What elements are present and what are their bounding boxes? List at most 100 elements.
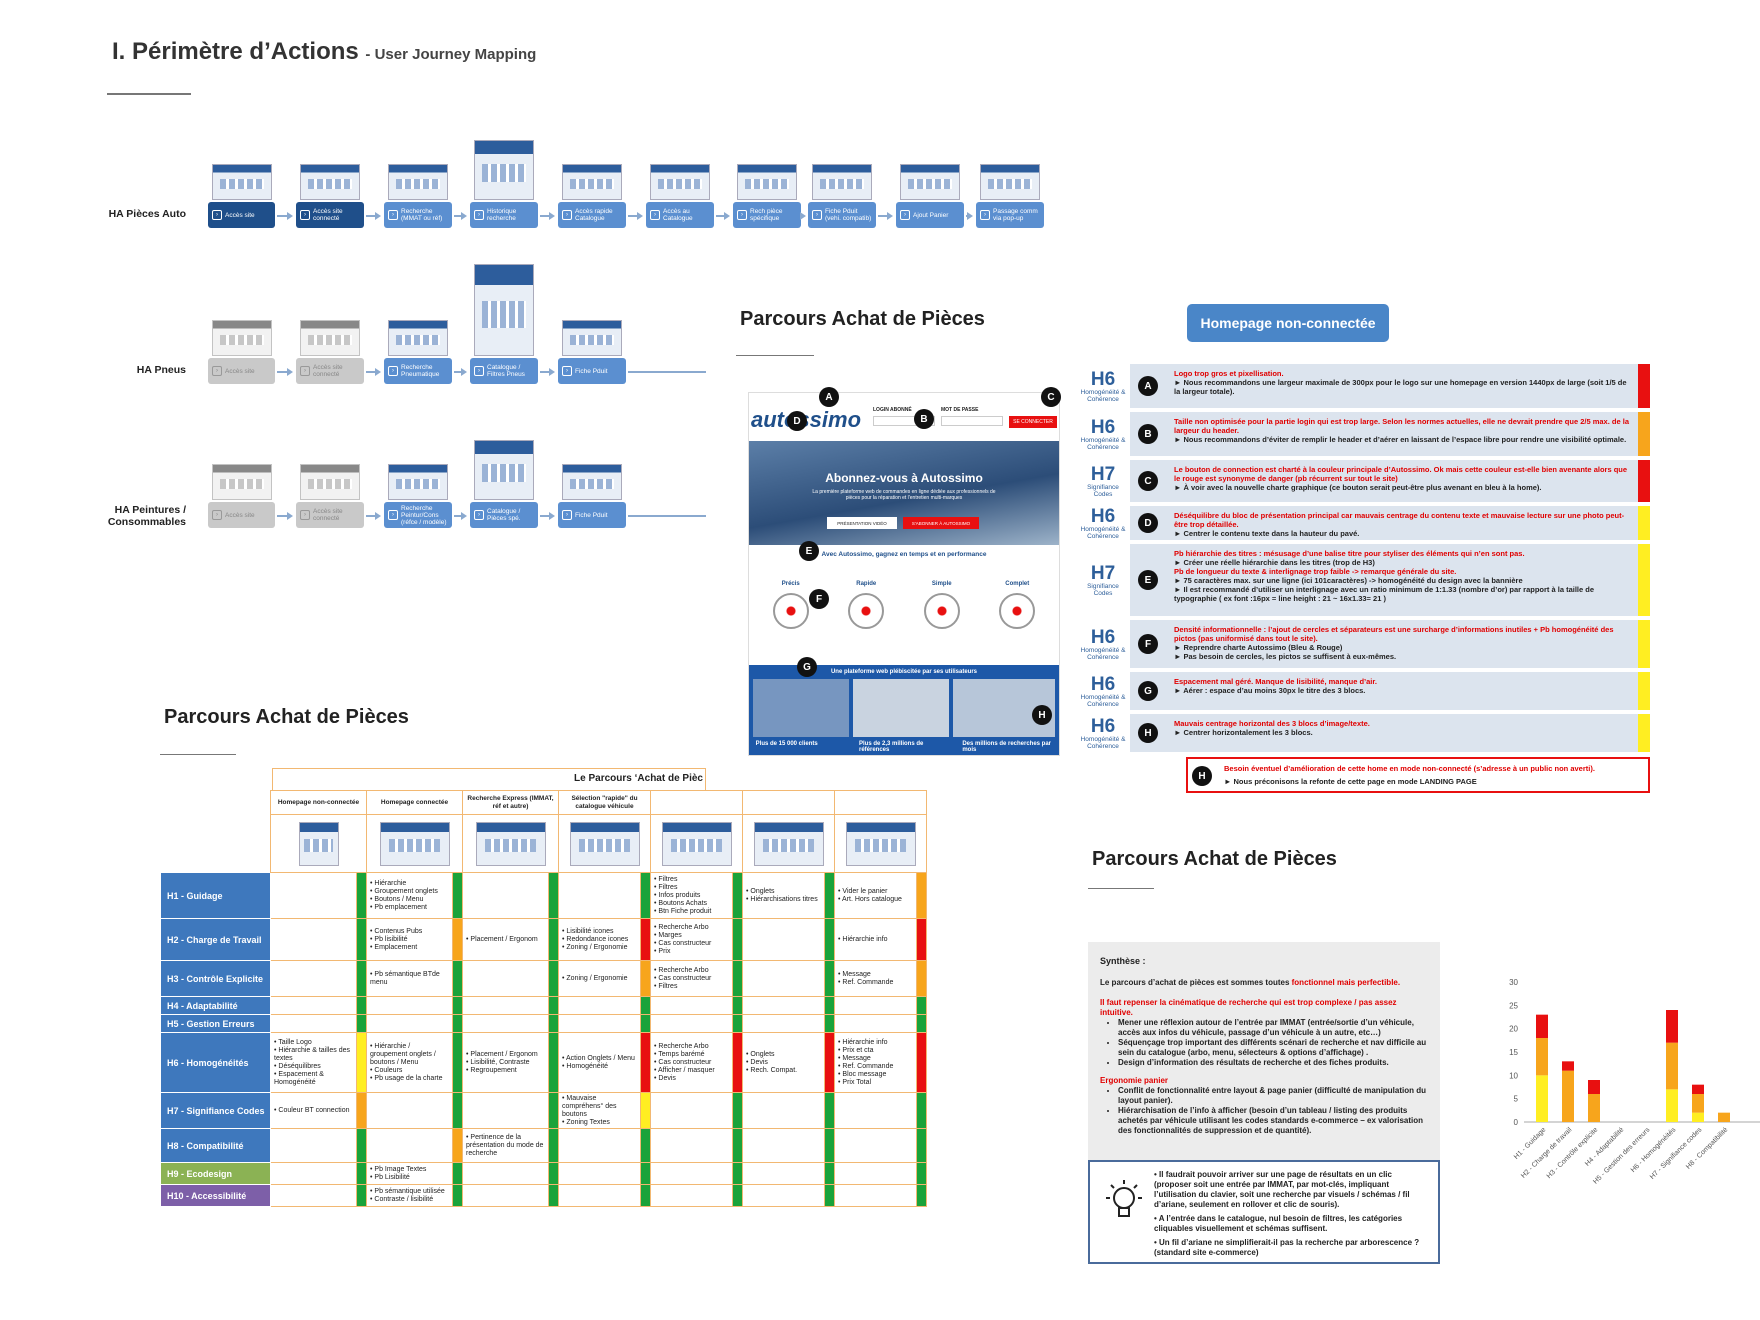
severity-cell: [824, 996, 835, 1015]
matrix-row: H5 - Gestion Erreurs: [160, 1014, 927, 1033]
journey-step[interactable]: ›Accès site: [208, 202, 275, 228]
severity-cell: [452, 1162, 463, 1185]
section-title-mockup: Parcours Achat de Pièces: [740, 308, 985, 330]
severity-cell: [452, 1128, 463, 1163]
feature-item: Complet: [982, 581, 1052, 651]
journey-step[interactable]: ›Catalogue / Pièces spé.: [470, 502, 538, 528]
login-input[interactable]: [873, 416, 935, 426]
band-title: Avec Autossimo, gagnez en temps et en pe…: [821, 551, 987, 558]
severity-cell: [824, 960, 835, 997]
hero-subscribe-button[interactable]: S'ABONNER À AUTOSSIMO: [903, 517, 979, 529]
journey-step[interactable]: ›Accès site connecté: [296, 502, 364, 528]
severity-cell: [916, 918, 927, 961]
bottom-title: Une plateforme web plébiscitée par ses u…: [830, 669, 978, 675]
matrix-cell: [558, 872, 641, 919]
step-label: Accès au Catalogue: [663, 208, 693, 222]
matrix-cell: • Onglets • Devis • Rech. Compat.: [742, 1032, 825, 1093]
matrix-col-header: Homepage non-connectée: [270, 790, 367, 815]
matrix-row-header: H6 - Homogénéités: [160, 1032, 271, 1093]
journey-step[interactable]: ›Recherche Pneumatique: [384, 358, 452, 384]
matrix-cell: [834, 1014, 917, 1033]
step-thumbnail: [212, 320, 272, 356]
matrix-col-thumbnail: [742, 814, 835, 873]
journey-step[interactable]: ›Historique recherche: [470, 202, 538, 228]
step-thumbnail: [474, 140, 534, 200]
severity-cell: [824, 918, 835, 961]
matrix-cell: • Zoning / Ergonomie: [558, 960, 641, 997]
connect-button[interactable]: SE CONNECTER: [1009, 416, 1057, 428]
step-arrow: [878, 212, 893, 220]
journey-step[interactable]: ›Recherche (MMAT ou réf): [384, 202, 452, 228]
severity-cell: [916, 960, 927, 997]
journey-step[interactable]: ›Fiche Pduit: [558, 358, 626, 384]
journey-step[interactable]: ›Passage comm via pop-up: [976, 202, 1044, 228]
severity-bar: [1638, 412, 1650, 456]
matrix-col-header: [650, 790, 743, 815]
matrix-title: Le Parcours ‘Achat de Pièc: [272, 768, 706, 790]
section-title-matrix: Parcours Achat de Pièces: [164, 706, 409, 728]
matrix-cell: [742, 1184, 825, 1207]
matrix-cell: [558, 1184, 641, 1207]
severity-cell: [824, 1014, 835, 1033]
step-icon: ›: [300, 510, 310, 520]
synthese-list-2: Conflit de fonctionnalité entre layout &…: [1118, 1086, 1428, 1136]
step-label: Catalogue / Pièces spé.: [487, 508, 521, 522]
step-thumbnail: [737, 164, 797, 200]
journey-step[interactable]: ›Rech pièce spécifique: [733, 202, 801, 228]
matrix-cell: [270, 1128, 357, 1163]
journey-step[interactable]: ›Recherche Peintur/Cons (réfce / modèle): [384, 502, 452, 528]
step-label: Recherche Peintur/Cons (réfce / modèle): [401, 504, 447, 526]
journey-step[interactable]: ›Accès site connecté: [296, 202, 364, 228]
journey-step[interactable]: ›Accès site: [208, 502, 275, 528]
matrix-row-header: H1 - Guidage: [160, 872, 271, 919]
x-tick-label: H2 - Charge de travail: [1520, 1126, 1574, 1180]
journey-step[interactable]: ›Catalogue / Filtres Pneus: [470, 358, 538, 384]
matrix-cell: [650, 996, 733, 1015]
marker-d: D: [1138, 513, 1158, 533]
heuristic-text: Le bouton de connection est charté à la …: [1174, 465, 1628, 492]
matrix-cell: • Hiérarchie info • Prix et cta • Messag…: [834, 1032, 917, 1093]
journey-step[interactable]: ›Accès au Catalogue: [646, 202, 714, 228]
matrix-cell: [462, 1092, 549, 1129]
marker-h: H: [1032, 705, 1052, 725]
journey-label: HA Peintures / Consommables: [107, 504, 186, 528]
journey-step[interactable]: ›Accès site connecté: [296, 358, 364, 384]
photo-parts: [853, 679, 949, 737]
matrix-row: H8 - Compatibilité• Pertinence de la pré…: [160, 1128, 927, 1163]
severity-cell: [916, 996, 927, 1015]
severity-cell: [640, 960, 651, 997]
matrix-row-header: H3 - Contrôle Explicite: [160, 960, 271, 997]
journey-label: HA Pneus: [136, 364, 186, 376]
journey-step[interactable]: ›Fiche Pduit: [558, 502, 626, 528]
matrix-col-thumbnail: [366, 814, 463, 873]
feature-item: Simple: [907, 581, 977, 651]
stat-item: Plus de 2,3 millions de références: [858, 741, 924, 753]
marker-b: B: [914, 409, 934, 429]
synthese-heading-2: Ergonomie panier: [1100, 1076, 1169, 1085]
password-input[interactable]: [941, 416, 1003, 426]
matrix-col-thumbnail: [834, 814, 927, 873]
synthese-bullet: Design d’information des résultats de re…: [1118, 1058, 1428, 1068]
synthese-box: Synthèse : Le parcours d’achat de pièces…: [1088, 942, 1440, 1162]
journey-step[interactable]: ›Accès site: [208, 358, 275, 384]
matrix-row: H3 - Contrôle Explicite• Pb sémantique B…: [160, 960, 927, 997]
marker-g: G: [1138, 681, 1158, 701]
step-icon: ›: [388, 210, 398, 220]
step-icon: ›: [737, 210, 747, 220]
idea-bullet: • A l’entrée dans le catalogue, nul beso…: [1154, 1214, 1403, 1233]
feature-item: Rapide: [831, 581, 901, 651]
journey-step[interactable]: ›Ajout Panier: [896, 202, 964, 228]
hero-video-button[interactable]: PRÉSENTATION VIDÉO: [827, 517, 897, 529]
journey-step[interactable]: ›Accès rapide Catalogue: [558, 202, 626, 228]
journey-step[interactable]: ›Fiche Pduit (vehi. compatib): [808, 202, 876, 228]
heuristic-text: Logo trop gros et pixellisation.► Nous r…: [1174, 369, 1627, 396]
